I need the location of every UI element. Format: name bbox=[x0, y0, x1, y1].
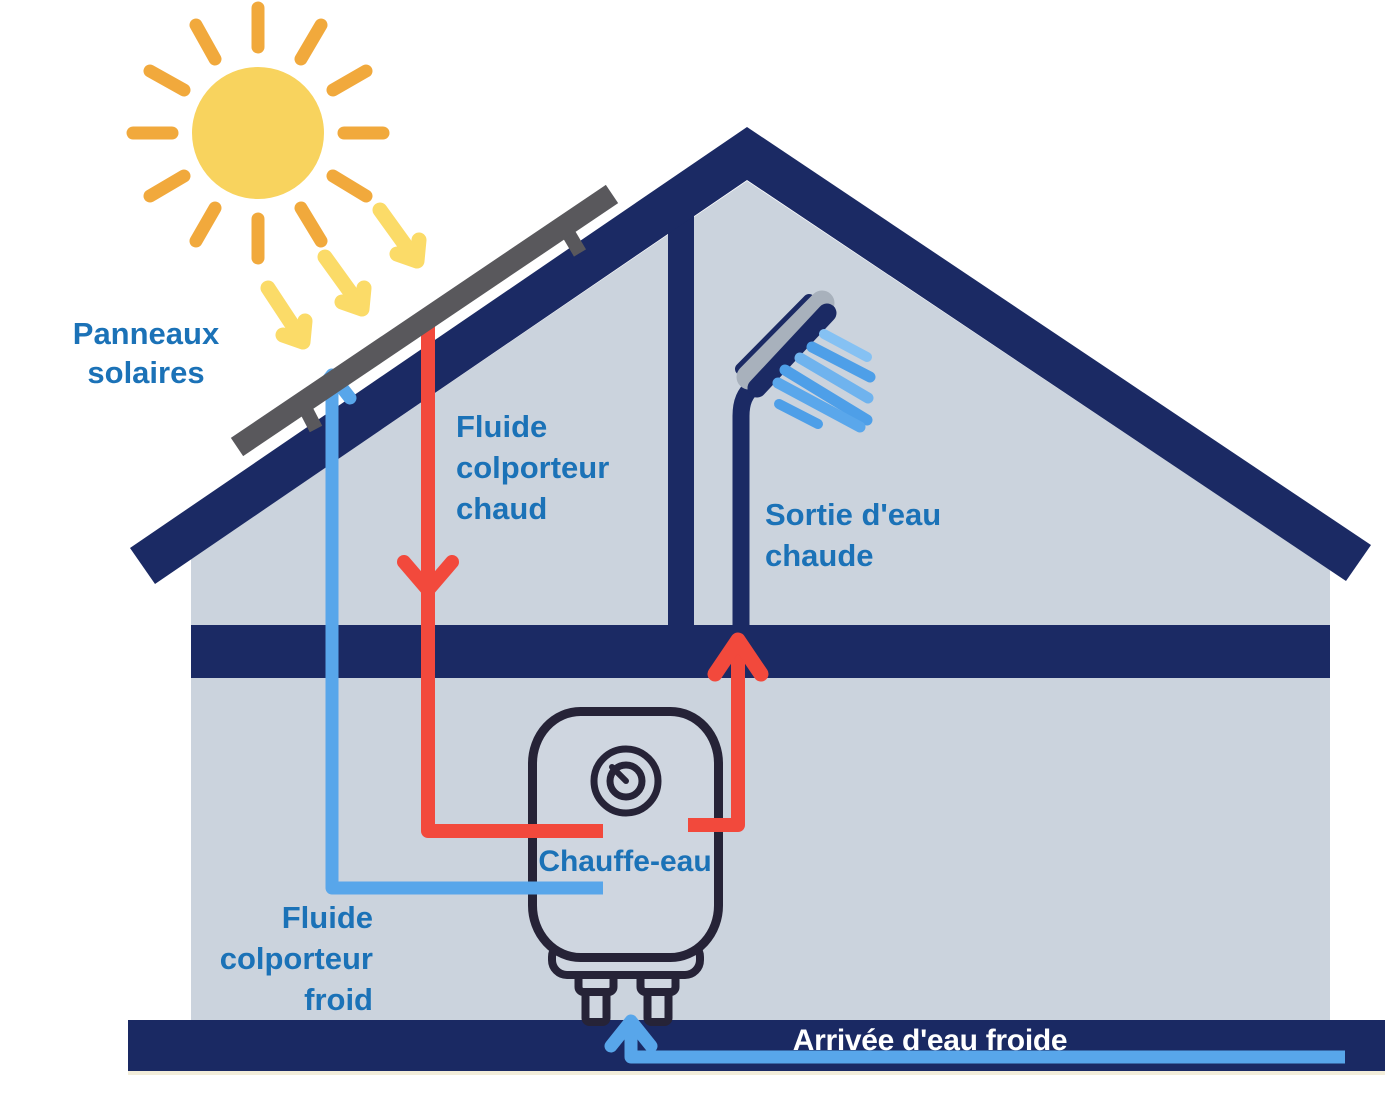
house bbox=[128, 181, 1385, 1075]
label-line: colporteur bbox=[456, 450, 610, 485]
label-hot-water-outlet: Sortie d'eau chaude bbox=[765, 494, 941, 576]
sun-rays bbox=[126, 1, 390, 265]
cold-water-up-arrow bbox=[604, 1014, 658, 1053]
label-solar-panels: Panneaux solaires bbox=[35, 314, 257, 392]
hot-fluid-pipe bbox=[397, 312, 603, 838]
cold-water-inlet-pipe bbox=[604, 1014, 1345, 1064]
roof bbox=[130, 127, 1371, 584]
label-hot-fluid: Fluide colporteur chaud bbox=[456, 406, 609, 529]
label-line: Chauffe-eau bbox=[538, 845, 712, 878]
solar-panel bbox=[230, 184, 619, 457]
floor-baseline bbox=[128, 1071, 1385, 1075]
label-line: Panneaux bbox=[72, 316, 220, 351]
partition-wall bbox=[668, 210, 694, 630]
sun-icon bbox=[126, 1, 390, 265]
label-cold-fluid: Fluide colporteur froid bbox=[170, 897, 373, 1020]
label-line: Fluide bbox=[456, 409, 548, 444]
label-line: Fluide bbox=[281, 900, 373, 935]
shower-head-face bbox=[747, 303, 837, 398]
label-line: Arrivée d'eau froide bbox=[792, 1024, 1068, 1057]
label-cold-water-inlet: Arrivée d'eau froide bbox=[770, 1024, 1090, 1058]
label-line: chaude bbox=[765, 538, 874, 573]
label-line: froid bbox=[304, 982, 373, 1017]
hot-water-pipe bbox=[688, 632, 769, 832]
roof-left-slope bbox=[130, 127, 747, 584]
label-water-heater: Chauffe-eau bbox=[530, 841, 720, 882]
panel-bar bbox=[230, 184, 619, 457]
label-line: colporteur bbox=[219, 941, 373, 976]
hot-water-up-arrow bbox=[707, 632, 769, 682]
roof-right-slope bbox=[747, 127, 1371, 581]
shower-head-plate bbox=[736, 290, 835, 390]
shower-icon bbox=[732, 290, 876, 671]
shower-spray bbox=[772, 329, 876, 433]
label-line: chaud bbox=[456, 491, 548, 526]
house-interior bbox=[191, 181, 1330, 1020]
sunlight-arrows bbox=[260, 202, 427, 350]
heater-thermostat-dial bbox=[590, 745, 662, 817]
label-line: solaires bbox=[87, 355, 205, 390]
label-line: Sortie d'eau bbox=[765, 497, 942, 532]
hot-fluid-down-arrow bbox=[397, 555, 459, 597]
sun-disc bbox=[192, 67, 324, 199]
